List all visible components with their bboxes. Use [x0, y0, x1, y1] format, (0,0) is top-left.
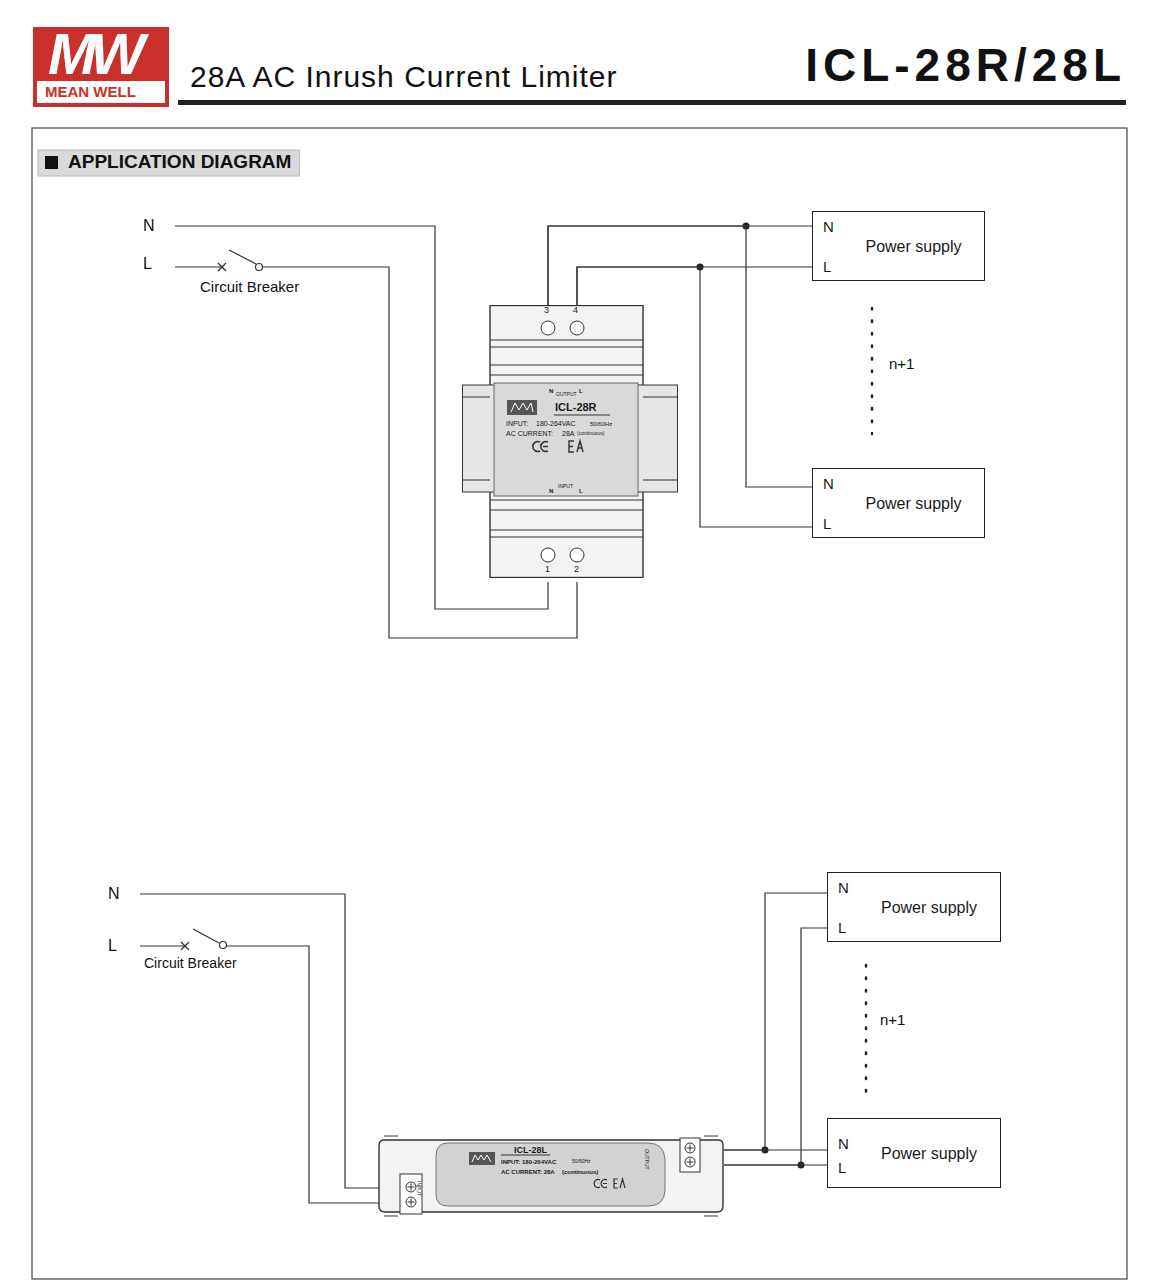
device-marking: 28A: [562, 430, 574, 438]
wire-pair: [724, 893, 827, 1165]
device-marking: 50/60Hz: [572, 1159, 591, 1165]
section-heading: APPLICATION DIAGRAM: [68, 152, 291, 173]
power-supply-box: N Power supplyL: [827, 872, 1001, 942]
junction-dots: [697, 223, 805, 1169]
logo-text: MEAN WELL: [45, 84, 136, 101]
device-marking: L: [579, 388, 583, 395]
terminal-name: N: [823, 219, 834, 236]
device-marking: N: [549, 388, 553, 395]
device-marking: INPUT: 180-264VAC: [501, 1159, 556, 1166]
logo-mark: MW: [48, 22, 139, 86]
terminal-name: N: [823, 476, 834, 493]
line-label: L: [108, 937, 117, 955]
page-title: 28A AC Inrush Current Limiter: [190, 60, 618, 93]
repeat-count: n+1: [889, 356, 914, 373]
model-name: ICL-28R/28L: [805, 40, 1126, 91]
device-marking: 2: [574, 565, 579, 575]
device-marking: L: [579, 488, 583, 495]
supply-name: Power supply: [865, 495, 961, 513]
device-marking: ICL-28R: [555, 401, 597, 413]
device-marking: OUTPUT: [556, 392, 577, 398]
line-label: L: [143, 255, 152, 273]
device-marking: ICL-28L: [514, 1146, 547, 1156]
limiter-din: 34OUTPUTNLICL-28RINPUT:180-264VAC50/60Hz…: [462, 305, 678, 578]
device-marking: OUTPUT: [644, 1149, 650, 1170]
device-marking: N: [549, 488, 553, 495]
device-marking: AC CURRENT:: [506, 430, 553, 438]
terminal-name: L: [838, 920, 846, 937]
power-supply-box: N Power supplyL: [827, 1118, 1001, 1188]
power-supply-box: N Power supplyL: [812, 468, 985, 538]
device-marking: (continuous): [562, 1169, 598, 1176]
limiter-case: ICL-28L INPUT: 180-264VAC 50/60Hz AC CURREN…: [378, 1134, 724, 1218]
terminal-name: L: [838, 1160, 846, 1177]
wire-pair: [548, 226, 812, 305]
breaker-label: Circuit Breaker: [144, 956, 237, 971]
din-module-drawing: [462, 305, 678, 578]
device-marking: 180-264VAC: [536, 420, 576, 428]
terminal-name: L: [823, 259, 831, 276]
frame: [32, 128, 1127, 1279]
power-supply-box: N Power supplyL: [812, 211, 985, 281]
device-marking: INPUT:: [506, 420, 528, 428]
device-marking: 1: [545, 565, 550, 575]
terminal-name: N: [838, 1136, 849, 1153]
continuation-dots: [866, 308, 872, 1092]
neutral-label: N: [108, 885, 120, 903]
supply-name: Power supply: [865, 238, 961, 256]
device-marking: 4: [573, 306, 578, 316]
supply-name: Power supply: [881, 899, 977, 917]
logo-strip: [37, 81, 165, 103]
device-marking: INPUT: [558, 484, 573, 490]
device-marking: INPUT: [416, 1181, 422, 1196]
heading-band: [38, 150, 299, 176]
heading-square: [45, 156, 58, 169]
device-marking: AC CURRENT: 28A: [501, 1169, 555, 1176]
supply-name: Power supply: [881, 1145, 977, 1163]
case-drawing: [378, 1134, 724, 1218]
terminal-name: L: [823, 516, 831, 533]
header-rule: [178, 100, 1126, 105]
device-marking: 3: [544, 306, 549, 316]
device-marking: 50/60Hz: [590, 421, 612, 428]
repeat-count: n+1: [880, 1012, 905, 1029]
wire-pair: [724, 1150, 827, 1165]
breaker-label: Circuit Breaker: [200, 279, 299, 296]
neutral-label: N: [143, 217, 155, 235]
terminal-name: N: [838, 880, 849, 897]
device-marking: (continuous): [577, 431, 605, 437]
